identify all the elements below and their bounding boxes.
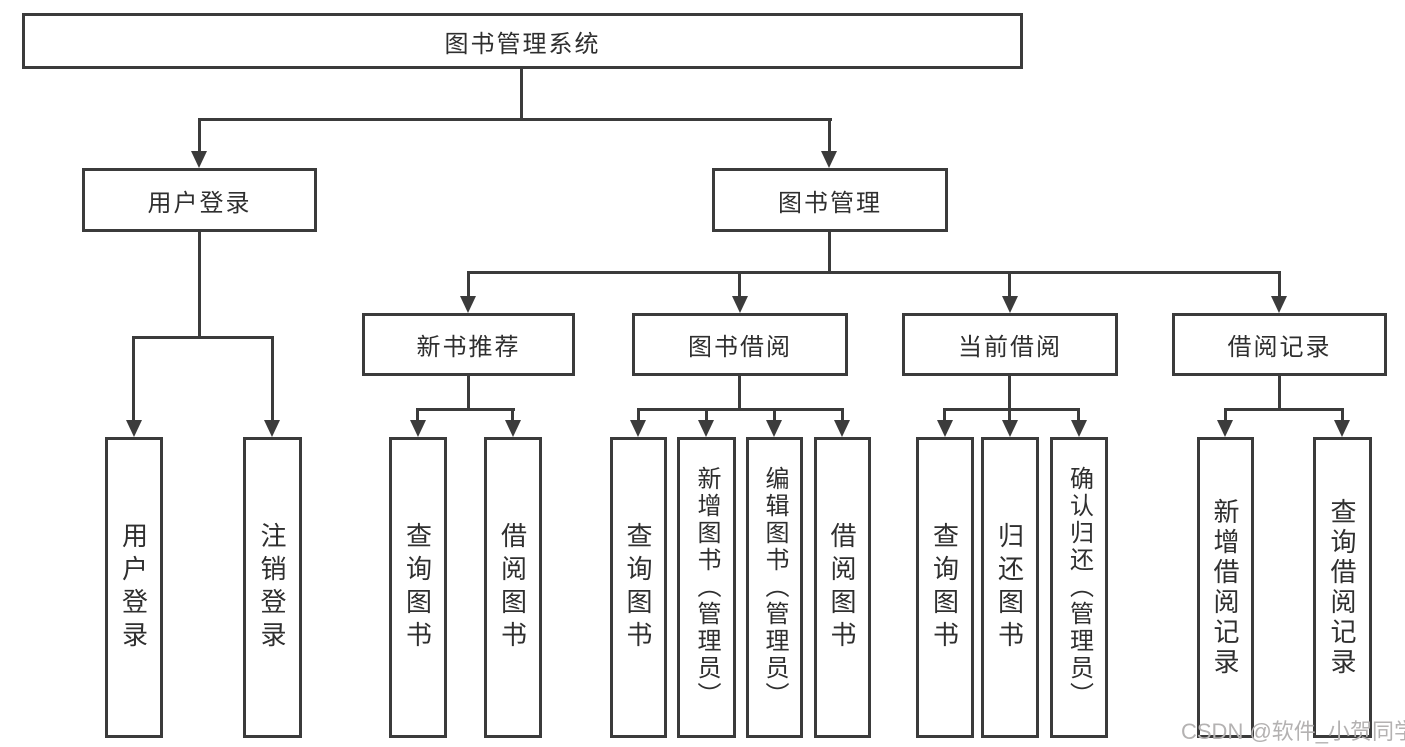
node-book-mgmt: 图书管理 bbox=[712, 168, 948, 232]
connector-drop-leaf-login bbox=[132, 336, 135, 424]
node-leaf-cb-query-books-label: 查询图书 bbox=[929, 521, 960, 654]
arrowhead-current-borrow bbox=[1002, 296, 1018, 313]
arrowhead-leaf-logout bbox=[264, 420, 280, 437]
node-leaf-cb-return-books-label: 归还图书 bbox=[994, 521, 1025, 654]
node-leaf-cb-query-books: 查询图书 bbox=[916, 437, 974, 738]
arrowhead-br-query bbox=[1334, 420, 1350, 437]
node-leaf-cb-return-books: 归还图书 bbox=[981, 437, 1039, 738]
node-leaf-logout-label: 注销登录 bbox=[257, 521, 287, 654]
connector-drop-book-mgmt bbox=[828, 118, 831, 152]
node-leaf-bb-edit-books: 编辑图书（管理员） bbox=[746, 437, 803, 738]
connector-drop-user-login bbox=[198, 118, 201, 152]
node-new-book-rec-label: 新书推荐 bbox=[416, 334, 521, 361]
connector-drop-nb-query bbox=[416, 408, 419, 424]
connector-drop-bb-query bbox=[637, 408, 640, 424]
connector-new-book-rec-stem bbox=[467, 376, 470, 409]
node-current-borrow: 当前借阅 bbox=[902, 313, 1118, 376]
watermark: CSDN @软件_小贺同学 bbox=[1181, 719, 1405, 744]
arrowhead-leaf-login bbox=[126, 420, 142, 437]
connector-drop-bb-add bbox=[705, 408, 708, 424]
connector-drop-br-add bbox=[1224, 408, 1227, 424]
node-leaf-bb-query-books-label: 查询图书 bbox=[623, 521, 653, 654]
node-book-borrow: 图书借阅 bbox=[632, 313, 848, 376]
arrowhead-cb-confirm bbox=[1071, 420, 1087, 437]
node-current-borrow-label: 当前借阅 bbox=[958, 334, 1062, 361]
arrowhead-book-mgmt bbox=[821, 151, 837, 168]
arrowhead-cb-query bbox=[937, 420, 953, 437]
connector-drop-leaf-logout bbox=[271, 336, 274, 424]
node-leaf-logout: 注销登录 bbox=[243, 437, 302, 738]
node-root-label: 图书管理系统 bbox=[444, 30, 601, 58]
node-user-login-label: 用户登录 bbox=[147, 189, 252, 217]
arrowhead-nb-borrow bbox=[505, 420, 521, 437]
connector-book-mgmt-crossbar bbox=[467, 271, 1281, 274]
node-leaf-bb-borrow-books: 借阅图书 bbox=[814, 437, 871, 738]
connector-current-borrow-stem bbox=[1008, 376, 1011, 409]
node-root: 图书管理系统 bbox=[22, 13, 1023, 69]
connector-new-book-rec-crossbar bbox=[416, 408, 515, 411]
connector-borrow-records-crossbar bbox=[1224, 408, 1343, 411]
connector-drop-bb-borrow bbox=[841, 408, 844, 424]
node-book-mgmt-label: 图书管理 bbox=[778, 189, 882, 217]
arrowhead-bb-borrow bbox=[834, 420, 850, 437]
connector-drop-cb-confirm bbox=[1077, 408, 1080, 424]
arrowhead-bb-add bbox=[698, 420, 714, 437]
node-leaf-nb-query-books-label: 查询图书 bbox=[402, 521, 433, 654]
connector-drop-new-book-rec bbox=[467, 271, 470, 300]
connector-root-crossbar bbox=[198, 118, 832, 121]
connector-user-login-stem bbox=[198, 232, 201, 336]
node-leaf-bb-borrow-books-label: 借阅图书 bbox=[827, 521, 857, 654]
arrowhead-borrow-records bbox=[1271, 296, 1287, 313]
connector-user-login-crossbar bbox=[132, 336, 273, 339]
node-leaf-cb-confirm-return-label: 确认归还（管理员） bbox=[1065, 466, 1093, 709]
node-leaf-br-query-record: 查询借阅记录 bbox=[1313, 437, 1372, 738]
connector-drop-nb-borrow bbox=[511, 408, 514, 424]
arrowhead-bb-edit bbox=[766, 420, 782, 437]
arrowhead-book-borrow bbox=[732, 296, 748, 313]
connector-drop-cb-query bbox=[943, 408, 946, 424]
connector-drop-book-borrow bbox=[738, 271, 741, 300]
connector-drop-borrow-records bbox=[1278, 271, 1281, 300]
arrowhead-nb-query bbox=[410, 420, 426, 437]
node-leaf-bb-query-books: 查询图书 bbox=[610, 437, 667, 738]
arrowhead-bb-query bbox=[630, 420, 646, 437]
node-borrow-records-label: 借阅记录 bbox=[1227, 334, 1332, 361]
node-leaf-bb-add-books: 新增图书（管理员） bbox=[677, 437, 736, 738]
connector-book-borrow-crossbar bbox=[637, 408, 844, 411]
arrowhead-cb-return bbox=[1002, 420, 1018, 437]
connector-root-stem bbox=[520, 69, 523, 118]
node-borrow-records: 借阅记录 bbox=[1172, 313, 1387, 376]
node-leaf-bb-add-books-label: 新增图书（管理员） bbox=[693, 466, 720, 709]
connector-borrow-records-stem bbox=[1278, 376, 1281, 409]
node-leaf-user-login-label: 用户登录 bbox=[118, 521, 149, 654]
node-user-login: 用户登录 bbox=[82, 168, 317, 232]
node-book-borrow-label: 图书借阅 bbox=[688, 334, 792, 361]
node-leaf-nb-query-books: 查询图书 bbox=[389, 437, 447, 738]
node-leaf-bb-edit-books-label: 编辑图书（管理员） bbox=[761, 466, 788, 709]
arrowhead-user-login bbox=[191, 151, 207, 168]
node-leaf-br-add-record: 新增借阅记录 bbox=[1197, 437, 1254, 738]
node-leaf-nb-borrow-books-label: 借阅图书 bbox=[497, 521, 528, 654]
connector-book-mgmt-stem bbox=[828, 232, 831, 271]
node-leaf-br-add-record-label: 新增借阅记录 bbox=[1210, 497, 1240, 678]
connector-drop-br-query bbox=[1341, 408, 1344, 424]
node-leaf-nb-borrow-books: 借阅图书 bbox=[484, 437, 542, 738]
arrowhead-br-add bbox=[1217, 420, 1233, 437]
node-leaf-br-query-record-label: 查询借阅记录 bbox=[1327, 497, 1357, 678]
connector-book-borrow-stem bbox=[738, 376, 741, 409]
connector-drop-current-borrow bbox=[1008, 271, 1011, 300]
node-new-book-rec: 新书推荐 bbox=[362, 313, 575, 376]
node-leaf-cb-confirm-return: 确认归还（管理员） bbox=[1050, 437, 1108, 738]
node-leaf-user-login: 用户登录 bbox=[105, 437, 163, 738]
connector-current-borrow-crossbar bbox=[943, 408, 1080, 411]
connector-drop-bb-edit bbox=[773, 408, 776, 424]
connector-drop-cb-return bbox=[1008, 408, 1011, 424]
arrowhead-new-book-rec bbox=[460, 296, 476, 313]
